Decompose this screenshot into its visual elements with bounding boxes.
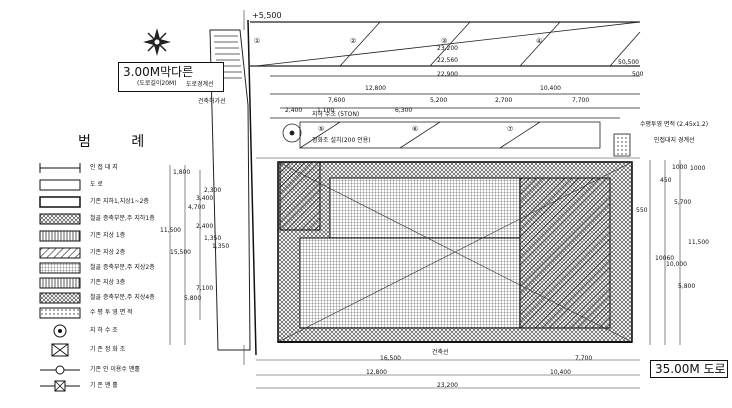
legend-item: 수 평 투 영 면 적 [90,309,133,316]
legend-item: 철골 증축부분,주 지하1층 [90,215,155,222]
legend-item: 지 하 수 조 [90,327,118,334]
dim-label: 50,500 [618,59,639,66]
dim-label: 5,200 [430,97,448,104]
legend-title: 범 례 [78,134,163,150]
left-road-label-box: 3.00M막다른 (도로길이20M) [118,62,224,92]
dim-label: 12,800 [366,369,387,376]
dim-label: 7,100 [196,285,214,292]
dim-label: 1000 [672,164,688,171]
plot-number: ⑦ [507,125,514,133]
dim-label: 22,900 [437,71,458,78]
north-arrow-icon [143,28,171,56]
note-road-boundary: 도로경계선 [186,81,214,88]
note-adjacent-boundary: 인접대지 경계선 [654,137,695,144]
dim-label: 10,400 [540,85,561,92]
dim-label: 2,700 [495,97,513,104]
dim-label: 7,700 [575,355,593,362]
bottom-road-label-box: 35.00M 도로 [650,360,728,378]
legend-item: 기존 지상 2층 [90,249,126,256]
dim-label: 5,700 [674,199,692,206]
elevation-label: +5,500 [252,11,282,20]
dim-label: 450 [660,177,672,184]
dim-label: 5,800 [184,295,202,302]
dim-label: 4,700 [188,204,206,211]
dimension-lines [169,10,681,389]
plot-number: ⑥ [412,125,419,133]
dim-label: 12,800 [365,85,386,92]
dim-label: 7,600 [328,97,346,104]
dim-label: 10060 [655,255,675,262]
dim-label: 1,350 [204,235,222,242]
dim-label: 15,500 [170,249,191,256]
dim-label: 2,400 [285,107,303,114]
plot-number: ⑤ [318,125,325,133]
legend-item: 기존 지상 3층 [90,279,126,286]
dim-label: 1,800 [173,169,191,176]
legend-item: 철골 증축부분,주 지상2층 [90,264,155,271]
left-road-sublabel: (도로길이20M) [137,80,177,87]
dim-label: 7,700 [572,97,590,104]
dim-label: 5,800 [678,283,696,290]
note-septic-tank: 정화조 설치(200 인용) [312,137,371,144]
bottom-road-label: 35.00M 도로 [655,362,726,376]
dim-label: 1000 [690,165,706,172]
plot-number: ④ [536,37,543,45]
dim-label: 2,300 [204,187,222,194]
dim-label: 1,100 [317,107,335,114]
legend-item: 기 존 정 화 조 [90,346,126,353]
dim-label: 11,500 [160,227,181,234]
note-building-line: 건축허가선 [198,98,226,105]
legend-item: 도 로 [90,181,103,188]
legend-item: 기존 지하1,지상1~2층 [90,198,149,205]
dim-label: 1,350 [212,243,230,250]
dim-label: 23,200 [437,45,458,52]
dim-label: 10,000 [666,261,687,268]
plot-number: ③ [441,37,448,45]
dim-label: 10,400 [550,369,571,376]
left-road-label: 3.00M막다른 [123,65,194,79]
dim-label: 11,500 [688,239,709,246]
building-footprint [277,161,633,343]
dim-label: 500 [632,71,644,78]
dim-label: 16,500 [380,355,401,362]
dim-label: 2,400 [196,223,214,230]
legend-item: 철골 증축부분,주 지상4층 [90,294,155,301]
legend-item: 인 접 대 지 [90,164,118,171]
note-projected-area: 수평투영 면적 (2.45x1.2) [640,121,709,128]
dim-label: 23,200 [437,382,458,389]
note-alley-line: 건축선 [432,349,449,356]
upper-plots [250,21,641,119]
note-water-tank: 지하 수조 (5TON) [312,111,360,118]
dim-label: 6,300 [395,107,413,114]
dim-label: 22,560 [437,57,458,64]
dim-label: 550 [636,207,648,214]
plot-number: ① [254,37,261,45]
plot-number: ② [350,37,357,45]
middle-strip [282,121,631,157]
legend-item: 기존 인 이용수 맨홀 [90,366,140,373]
legend-item: 기 존 맨 홀 [90,382,118,389]
legend-item: 기존 지상 1층 [90,232,126,239]
legend-symbols [39,163,81,392]
dim-label: 3,400 [196,195,214,202]
